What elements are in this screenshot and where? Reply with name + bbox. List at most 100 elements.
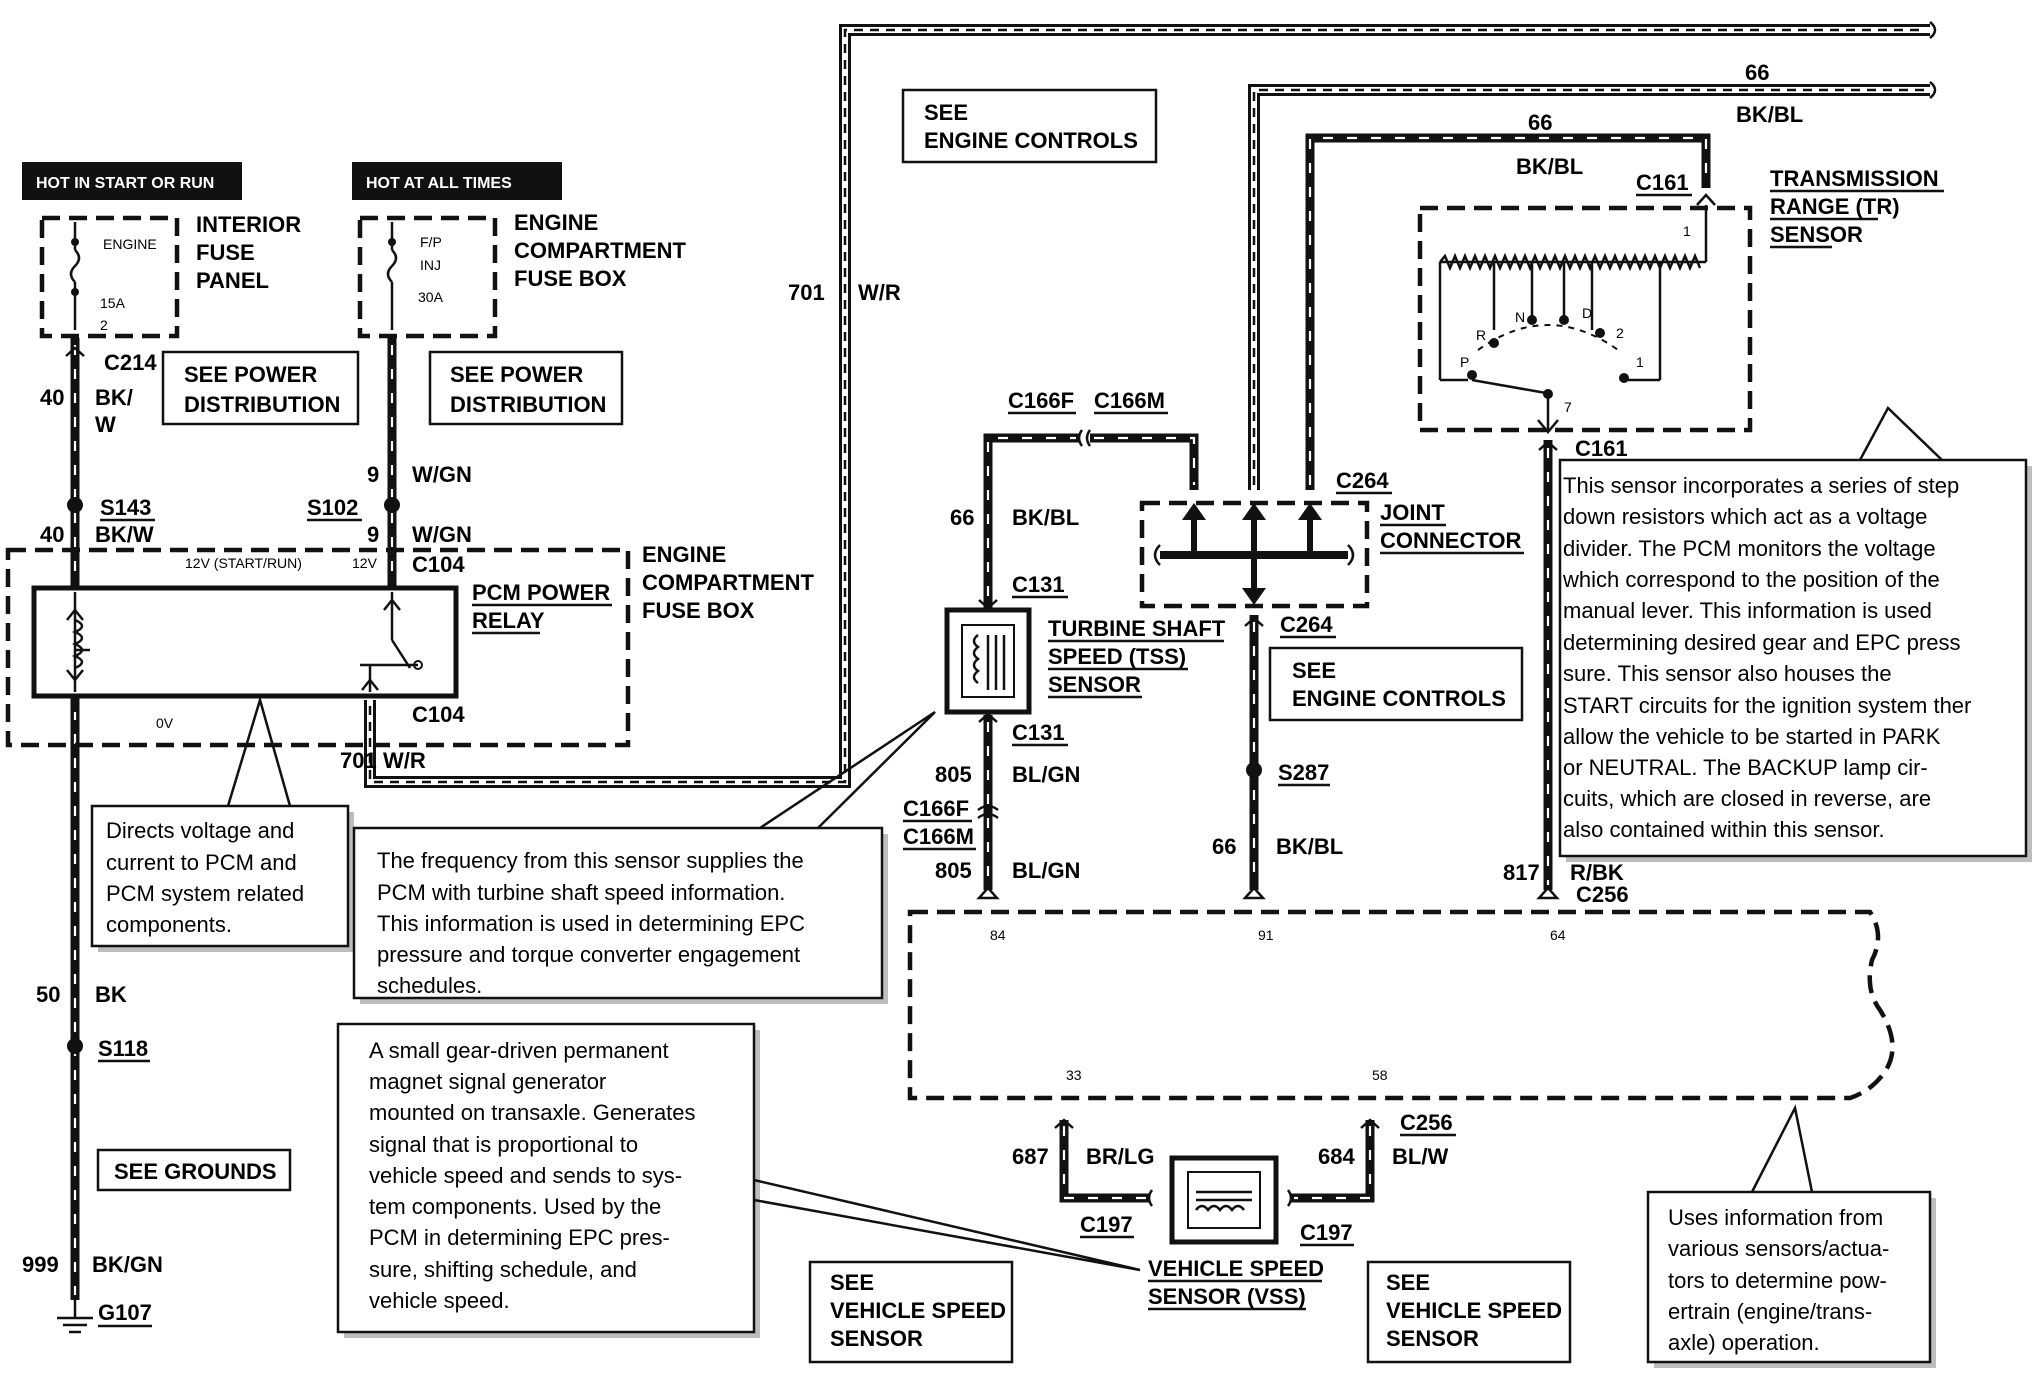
interior-fuse-panel: ENGINE 15A 2 INTERIOR FUSE PANEL	[39, 212, 301, 339]
wire-999-number: 999	[22, 1252, 59, 1277]
svg-text:PCM in determining EPC pres-: PCM in determining EPC pres-	[369, 1225, 670, 1250]
splice-s287: S287	[1246, 760, 1330, 787]
vss-sensor: C197 C197 VEHICLE SPEED SENSOR (VSS)	[1080, 1155, 1354, 1311]
svg-text:RELAY: RELAY	[472, 608, 545, 633]
wire-66-bkbl-top	[1248, 81, 1937, 490]
svg-text:vehicle speed and sends to sys: vehicle speed and sends to sys-	[369, 1163, 682, 1188]
svg-text:C131: C131	[1012, 720, 1065, 745]
wire-50-color: BK	[95, 982, 127, 1007]
svg-text:C264: C264	[1336, 468, 1389, 493]
see-grounds: SEE GROUNDS	[96, 1148, 292, 1192]
wire-66-number-tr: 66	[1528, 110, 1552, 135]
svg-text:S143: S143	[100, 495, 151, 520]
svg-text:current to PCM and: current to PCM and	[106, 850, 297, 875]
svg-text:C166M: C166M	[903, 824, 974, 849]
splice-s118: S118	[67, 1036, 150, 1063]
svg-text:64: 64	[1550, 927, 1566, 943]
tr-sensor: C161 P R N D 2 1 1 7 TRANSMISSION RANGE	[1417, 166, 1944, 434]
svg-text:2: 2	[1616, 325, 1624, 341]
note-tss: The frequency from this sensor supplies …	[352, 710, 936, 1004]
svg-text:R: R	[1476, 327, 1486, 343]
svg-text:15A: 15A	[100, 295, 126, 311]
wire-999-color: BK/GN	[92, 1252, 163, 1277]
svg-text:A small gear-driven permanent: A small gear-driven permanent	[369, 1038, 669, 1063]
svg-text:84: 84	[990, 927, 1006, 943]
note-pcm: Uses information from various sensors/ac…	[1646, 1104, 1936, 1368]
svg-text:ENGINE CONTROLS: ENGINE CONTROLS	[924, 128, 1138, 153]
wire-805-number: 805	[935, 762, 972, 787]
svg-text:G107: G107	[98, 1300, 152, 1325]
note-relay: Directs voltage and current to PCM and P…	[90, 695, 354, 952]
svg-text:TRANSMISSION: TRANSMISSION	[1770, 166, 1939, 191]
svg-text:sure, shifting schedule, and: sure, shifting schedule, and	[369, 1257, 637, 1282]
svg-text:PCM POWER: PCM POWER	[472, 580, 610, 605]
svg-text:COMPARTMENT: COMPARTMENT	[514, 238, 686, 263]
svg-text:which correspond to the positi: which correspond to the position of the	[1562, 567, 1940, 592]
svg-text:SEE: SEE	[924, 100, 968, 125]
svg-text:VEHICLE SPEED: VEHICLE SPEED	[830, 1298, 1006, 1323]
svg-text:SENSOR: SENSOR	[1386, 1326, 1479, 1351]
svg-text:JOINT: JOINT	[1380, 500, 1445, 525]
svg-text:FUSE BOX: FUSE BOX	[642, 598, 755, 623]
splice-s143: S143	[67, 495, 155, 522]
svg-text:COMPARTMENT: COMPARTMENT	[642, 570, 814, 595]
wire-40-color-b: W	[95, 412, 116, 437]
connector-c161-lower: C161	[1538, 436, 1628, 461]
pcm-power-relay-box: 12V (START/RUN) 12V C104 0V C104 PCM POW…	[5, 542, 814, 748]
svg-text:P: P	[1460, 354, 1469, 370]
wire-701-number-2: 701	[788, 280, 825, 305]
ground-g107: G107	[57, 1300, 152, 1334]
see-vehicle-speed-sensor-1: SEE VEHICLE SPEED SENSOR	[808, 1260, 1014, 1364]
svg-text:pressure and torque converter: pressure and torque converter engagement	[377, 942, 800, 967]
svg-text:C197: C197	[1080, 1212, 1133, 1237]
svg-text:HOT IN START OR RUN: HOT IN START OR RUN	[36, 175, 214, 192]
note-vss: A small gear-driven permanent magnet sig…	[336, 1022, 1141, 1338]
svg-text:12V: 12V	[352, 555, 378, 571]
svg-text:33: 33	[1066, 1067, 1082, 1083]
svg-text:SENSOR: SENSOR	[1770, 222, 1863, 247]
svg-text:SEE: SEE	[1292, 658, 1336, 683]
svg-text:S287: S287	[1278, 760, 1329, 785]
svg-text:C161: C161	[1575, 436, 1628, 461]
wire-66-number-top: 66	[1745, 60, 1769, 85]
svg-text:cuits, which are closed in rev: cuits, which are closed in reverse, are	[1563, 786, 1931, 811]
svg-text:PCM with turbine shaft speed i: PCM with turbine shaft speed information…	[377, 880, 785, 905]
see-power-distribution-1: SEE POWER DISTRIBUTION	[161, 350, 360, 426]
svg-text:F/P: F/P	[420, 234, 442, 250]
conn-c166f: C166F	[1008, 388, 1074, 413]
svg-text:SENSOR (VSS): SENSOR (VSS)	[1148, 1284, 1306, 1309]
wire-9-number-2: 9	[367, 522, 379, 547]
wire-687-color: BR/LG	[1086, 1144, 1154, 1169]
svg-text:C214: C214	[104, 350, 157, 375]
svg-text:C104: C104	[412, 702, 465, 727]
svg-text:ENGINE: ENGINE	[642, 542, 726, 567]
pcm-box: 84 91 64 33 58	[907, 886, 1895, 1101]
svg-text:also contained within this sen: also contained within this sensor.	[1563, 817, 1885, 842]
splice-s102: S102	[307, 495, 400, 522]
wire-817-number: 817	[1503, 860, 1540, 885]
wire-66-number-low: 66	[1212, 834, 1236, 859]
svg-text:S118: S118	[98, 1036, 148, 1061]
wire-66-color-tr: BK/BL	[1516, 154, 1583, 179]
svg-text:N: N	[1515, 309, 1525, 325]
svg-text:C166F: C166F	[903, 796, 969, 821]
svg-text:signal that is proportional to: signal that is proportional to	[369, 1132, 638, 1157]
svg-text:S102: S102	[307, 495, 358, 520]
connector-c131-bottom: C131	[978, 712, 1068, 747]
svg-text:SENSOR: SENSOR	[1048, 672, 1141, 697]
svg-text:C264: C264	[1280, 612, 1333, 637]
svg-text:1: 1	[1636, 354, 1644, 370]
wire-805-color: BL/GN	[1012, 762, 1080, 787]
wire-9-color: W/GN	[412, 462, 472, 487]
tss-sensor: TURBINE SHAFT SPEED (TSS) SENSOR	[944, 607, 1226, 715]
svg-text:HOT AT ALL TIMES: HOT AT ALL TIMES	[366, 175, 512, 192]
wire-701-number: 701	[340, 748, 377, 773]
see-vehicle-speed-sensor-2: SEE VEHICLE SPEED SENSOR	[1366, 1260, 1572, 1364]
svg-text:58: 58	[1372, 1067, 1388, 1083]
header-hot-at-all-times: HOT AT ALL TIMES	[352, 162, 562, 200]
wire-687-number: 687	[1012, 1144, 1049, 1169]
wire-805-number-2: 805	[935, 858, 972, 883]
svg-text:schedules.: schedules.	[377, 973, 482, 998]
svg-text:components.: components.	[106, 912, 232, 937]
